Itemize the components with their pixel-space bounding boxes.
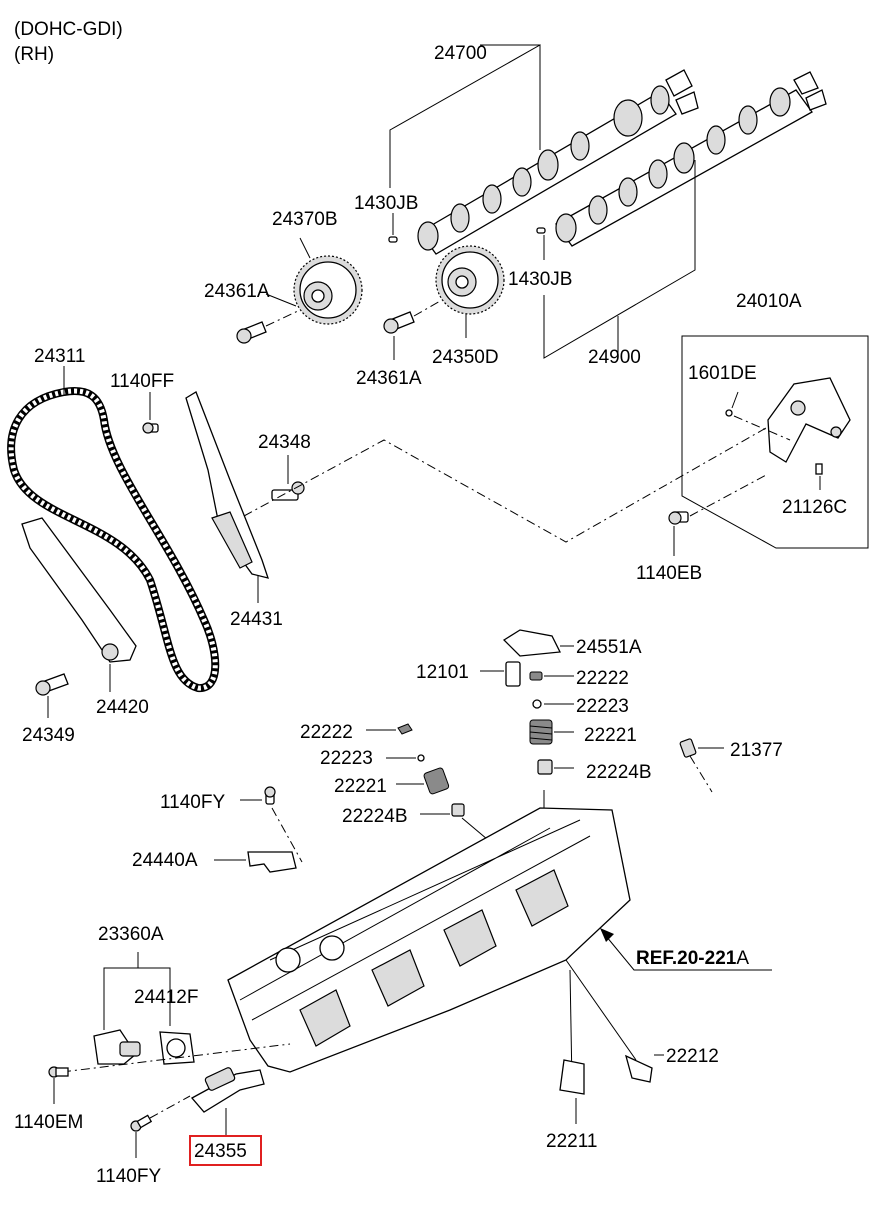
label-22222-l[interactable]: 22222	[300, 722, 353, 743]
label-1140em[interactable]: 1140EM	[14, 1112, 83, 1133]
sensor-21377[interactable]	[679, 738, 697, 758]
label-24551a[interactable]: 24551A	[576, 637, 642, 658]
valve-22212[interactable]	[565, 959, 653, 1083]
side-label: (RH)	[14, 44, 54, 65]
label-24010a[interactable]: 24010A	[736, 291, 802, 312]
label-22223-l[interactable]: 22223	[320, 748, 373, 769]
bolt-24349[interactable]	[35, 673, 69, 696]
retainer-22222-r[interactable]	[529, 671, 543, 681]
cotter-22223-l[interactable]	[417, 754, 425, 762]
label-24440a[interactable]: 24440A	[132, 850, 198, 871]
bolt-24361a-a[interactable]	[236, 321, 267, 344]
label-21377[interactable]: 21377	[730, 740, 783, 761]
camshaft-exhaust[interactable]	[555, 71, 827, 247]
highlight-box-24355	[189, 1135, 262, 1166]
bolt-1140em[interactable]	[48, 1066, 69, 1078]
label-21126c[interactable]: 21126C	[782, 497, 847, 518]
timing-chain-24311[interactable]	[7, 387, 220, 692]
label-1430jb-a[interactable]: 1430JB	[354, 193, 418, 214]
label-24349[interactable]: 24349	[22, 725, 75, 746]
label-24431[interactable]: 24431	[230, 609, 283, 630]
bracket-24440a[interactable]	[247, 851, 297, 873]
camshaft-intake[interactable]	[417, 69, 699, 255]
bolt-24361a-b[interactable]	[383, 311, 415, 334]
oil-control-valve-23360a[interactable]	[93, 1029, 141, 1065]
label-22221-l[interactable]: 22221	[334, 776, 387, 797]
oil-control-valve-24355[interactable]	[190, 1067, 265, 1113]
guide-pin-24348[interactable]	[271, 481, 305, 501]
assembly-box-24010a	[681, 335, 869, 549]
label-24350d[interactable]: 24350D	[432, 347, 499, 368]
valve-seal-22224b-l[interactable]	[451, 803, 465, 817]
cylinder-head[interactable]	[227, 807, 631, 1073]
label-24700[interactable]: 24700	[434, 43, 487, 64]
valve-spring-22221-l[interactable]	[423, 767, 450, 795]
bolt-1140fy-a[interactable]	[264, 786, 276, 805]
label-22224b-l[interactable]: 22224B	[342, 806, 408, 827]
label-1140ff[interactable]: 1140FF	[110, 371, 174, 392]
plug-1601de[interactable]	[725, 409, 733, 417]
label-22221-r[interactable]: 22221	[584, 725, 637, 746]
bolt-1140ff[interactable]	[142, 422, 159, 434]
bolt-1140eb[interactable]	[668, 511, 689, 525]
label-1140eb[interactable]: 1140EB	[636, 563, 702, 584]
valve-seal-22224b-r[interactable]	[537, 759, 553, 775]
label-1140fy-b[interactable]: 1140FY	[96, 1166, 161, 1187]
bolt-21126c[interactable]	[815, 463, 823, 475]
label-23360a[interactable]: 23360A	[98, 924, 164, 945]
retainer-22222-l[interactable]	[397, 723, 413, 735]
dowel-pin-1430jb-a[interactable]	[388, 236, 398, 243]
label-24412f[interactable]: 24412F	[134, 987, 198, 1008]
label-22211[interactable]: 22211	[546, 1131, 597, 1152]
label-1601de[interactable]: 1601DE	[688, 363, 757, 384]
label-24348[interactable]: 24348	[258, 432, 311, 453]
label-24361a-b[interactable]: 24361A	[356, 368, 422, 389]
label-24311[interactable]: 24311	[34, 346, 85, 367]
label-22222-r[interactable]: 22222	[576, 668, 629, 689]
cvvt-sprocket-24370b[interactable]	[293, 255, 363, 325]
label-22224b-r[interactable]: 22224B	[586, 762, 652, 783]
label-1140fy-a[interactable]: 1140FY	[160, 792, 225, 813]
label-22212[interactable]: 22212	[666, 1046, 719, 1067]
label-12101[interactable]: 12101	[416, 662, 469, 683]
label-24355[interactable]: 24355	[194, 1141, 247, 1162]
label-24420[interactable]: 24420	[96, 697, 149, 718]
valve-22211[interactable]	[559, 969, 585, 1095]
cvvt-sprocket-24350d[interactable]	[435, 245, 505, 315]
lash-adjuster-12101[interactable]	[505, 661, 521, 687]
label-24900[interactable]: 24900	[588, 347, 641, 368]
label-24361a-a[interactable]: 24361A	[204, 281, 270, 302]
label-22223-r[interactable]: 22223	[576, 696, 629, 717]
label-24370b[interactable]: 24370B	[272, 209, 338, 230]
tensioner-arm-24420[interactable]	[21, 517, 137, 663]
label-1430jb-b[interactable]: 1430JB	[508, 269, 572, 290]
cotter-22223-r[interactable]	[532, 699, 542, 709]
rocker-arm-24551a[interactable]	[502, 629, 562, 657]
bolt-1140fy-b[interactable]	[130, 1114, 153, 1132]
gasket-24412f[interactable]	[159, 1031, 195, 1065]
bracket-24010a[interactable]	[767, 377, 851, 463]
dowel-pin-1430jb-b[interactable]	[536, 227, 546, 234]
chain-guide-24431[interactable]	[185, 391, 269, 579]
engine-type-label: (DOHC-GDI)	[14, 19, 123, 40]
reference-label: REF.20-221A	[636, 948, 749, 969]
valve-spring-22221-r[interactable]	[529, 719, 553, 745]
